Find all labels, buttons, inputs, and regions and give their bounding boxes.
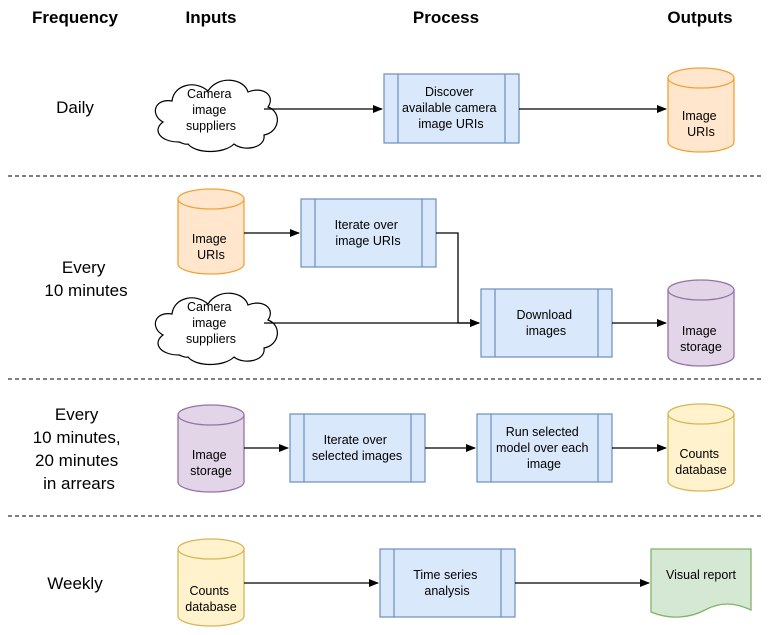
svg-text:Counts database: Counts database [185, 584, 236, 614]
cylinder-input-counts-database: Counts database [177, 538, 245, 627]
svg-text:Visual report: Visual report [666, 568, 736, 582]
svg-text:Image URIs: Image URIs [192, 232, 230, 262]
frequency-every-10-minutes-20-in-arrears: Every 10 minutes, 20 minutes in arrears [33, 405, 126, 493]
svg-text:Time series analysis: Time series analysis [413, 568, 481, 598]
svg-text:Discover available camer: Discover available camera image URIs [402, 85, 500, 131]
frequency-every-10-minutes: Every 10 minutes [44, 258, 127, 300]
cylinder-output-counts-database: Counts database [667, 403, 735, 492]
cloud-camera-image-suppliers: Camera image suppliers [154, 79, 278, 153]
svg-text:Image storage: Image storage [680, 324, 722, 354]
process-discover-camera-image-uris: Discover available camera image URIs [383, 73, 520, 144]
svg-text:Download images: Download images [516, 308, 575, 338]
svg-text:Run selected model over: Run selected model over each image [496, 425, 592, 471]
svg-text:Counts database: Counts database [675, 447, 726, 477]
document-visual-report: Visual report [650, 548, 752, 618]
cylinder-output-image-uris: Image URIs [667, 67, 735, 153]
svg-text:Image storage: Image storage [190, 448, 232, 478]
process-iterate-over-selected-images: Iterate over selected images [289, 413, 426, 483]
svg-text:Camera image suppl: Camera image suppliers [186, 300, 236, 346]
process-iterate-over-image-uris: Iterate over image URIs [300, 198, 437, 268]
svg-text:Camera image suppl: Camera image suppliers [186, 87, 236, 133]
process-time-series-analysis: Time series analysis [379, 548, 516, 618]
header-inputs: Inputs [186, 8, 237, 27]
header-outputs: Outputs [667, 8, 732, 27]
cylinder-input-image-uris: Image URIs [177, 188, 245, 275]
frequency-daily: Daily [56, 98, 94, 117]
header-process: Process [413, 8, 479, 27]
process-run-selected-model: Run selected model over each image [476, 413, 613, 483]
header-frequency: Frequency [32, 8, 119, 27]
svg-text:Image URIs: Image URIs [682, 109, 720, 139]
arrow [436, 232, 480, 327]
cylinder-output-image-storage: Image storage [667, 279, 735, 367]
svg-text:Iterate over selected im: Iterate over selected images [312, 433, 402, 463]
cloud-camera-image-suppliers-2: Camera image suppliers [154, 292, 278, 366]
cylinder-input-image-storage: Image storage [177, 404, 245, 493]
frequency-weekly: Weekly [47, 574, 103, 593]
svg-text:Iterate over image URIs: Iterate over image URIs [335, 218, 402, 248]
process-download-images: Download images [480, 288, 613, 358]
